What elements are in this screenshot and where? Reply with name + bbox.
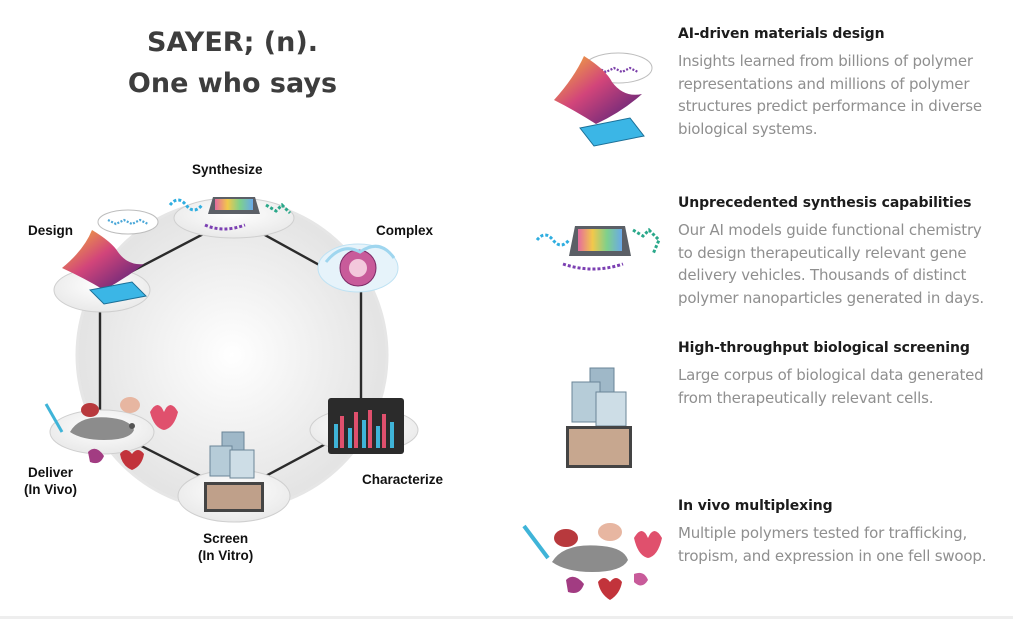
screen-label: Screen (In Vitro) xyxy=(198,530,253,564)
feature-synthesis: Unprecedented synthesis capabilities Our… xyxy=(678,195,1000,309)
headline-line-1: SAYER; (n). xyxy=(147,27,318,58)
headline-line-2: One who says xyxy=(127,68,338,99)
workflow-cycle-diagram xyxy=(44,197,419,523)
feature-screening-body: Large corpus of biological data generate… xyxy=(678,366,984,407)
screening-plates-icon xyxy=(204,431,264,512)
bottom-divider xyxy=(0,616,1013,619)
screening-plates-icon xyxy=(566,367,632,468)
deliver-label-line-2: (In Vivo) xyxy=(24,482,78,497)
feature-synthesis-body: Our AI models guide functional chemistry… xyxy=(678,221,984,307)
synthesis-plate-icon xyxy=(535,226,661,271)
characterize-node xyxy=(309,398,419,454)
feature-ai-design-title: AI-driven materials design xyxy=(678,26,885,42)
characterize-label: Characterize xyxy=(362,472,444,487)
materials-design-icon xyxy=(554,52,653,147)
screen-node xyxy=(177,431,291,523)
deliver-label-line-1: Deliver xyxy=(27,465,74,480)
mouse-organs-icon xyxy=(522,523,662,600)
complex-label: Complex xyxy=(376,223,434,238)
deliver-label: Deliver (In Vivo) xyxy=(24,464,77,498)
synthesize-label: Synthesize xyxy=(192,162,263,177)
mouse-organs-icon xyxy=(44,397,178,470)
screen-label-line-1: Screen xyxy=(203,531,249,546)
design-label: Design xyxy=(28,223,74,238)
feature-in-vivo-body: Multiple polymers tested for trafficking… xyxy=(678,524,987,565)
feature-in-vivo: In vivo multiplexing Multiple polymers t… xyxy=(678,498,1000,567)
complex-node xyxy=(317,243,399,293)
feature-synthesis-title: Unprecedented synthesis capabilities xyxy=(678,195,972,211)
page-headline: SAYER; (n). One who says xyxy=(90,22,375,104)
feature-in-vivo-title: In vivo multiplexing xyxy=(678,498,833,514)
feature-screening-title: High-throughput biological screening xyxy=(678,340,970,356)
design-flag-icon xyxy=(62,230,144,290)
feature-ai-design: AI-driven materials design Insights lear… xyxy=(678,26,1000,140)
synthesis-plate-icon xyxy=(168,197,292,231)
design-node xyxy=(53,209,159,313)
deliver-node xyxy=(44,397,178,470)
feature-ai-design-body: Insights learned from billions of polyme… xyxy=(678,52,982,138)
feature-screening: High-throughput biological screening Lar… xyxy=(678,340,1000,409)
screen-label-line-2: (In Vitro) xyxy=(198,548,254,563)
synthesize-node xyxy=(168,197,295,239)
